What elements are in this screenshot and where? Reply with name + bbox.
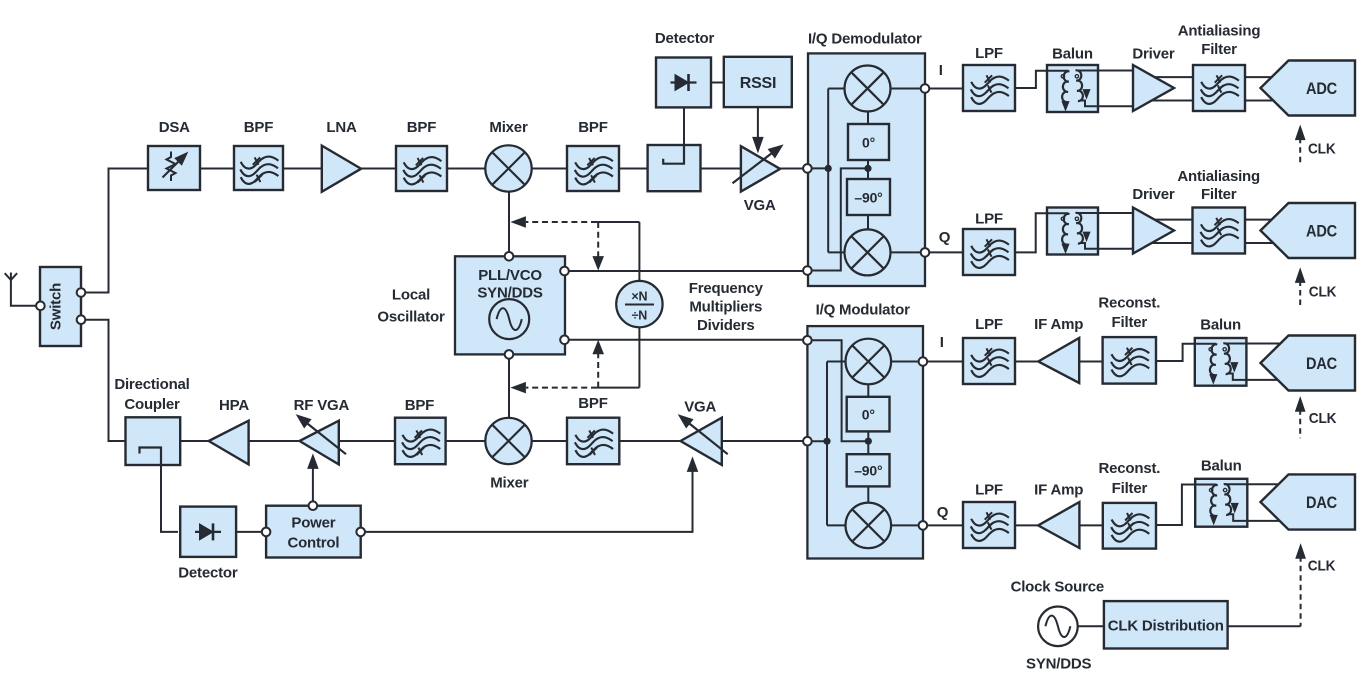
svg-text:VGA: VGA (684, 399, 716, 416)
svg-text:Reconst.: Reconst. (1098, 295, 1160, 312)
svg-text:LNA: LNA (326, 119, 357, 136)
svg-text:Control: Control (287, 535, 339, 552)
svg-text:DAC: DAC (1306, 354, 1337, 373)
svg-text:DAC: DAC (1306, 493, 1337, 512)
svg-text:PLL/VCO: PLL/VCO (478, 267, 542, 284)
svg-text:LPF: LPF (975, 45, 1003, 62)
svg-text:Filter: Filter (1201, 41, 1237, 58)
svg-text:BPF: BPF (244, 119, 273, 136)
svg-text:LPF: LPF (975, 316, 1003, 333)
svg-text:I/Q Modulator: I/Q Modulator (816, 302, 910, 319)
svg-text:IF Amp: IF Amp (1034, 316, 1083, 333)
svg-text:0°: 0° (862, 135, 875, 151)
svg-text:I: I (940, 334, 944, 351)
svg-text:CLK: CLK (1308, 141, 1336, 158)
svg-text:BPF: BPF (405, 397, 434, 414)
svg-text:HPA: HPA (219, 397, 249, 414)
svg-text:ADC: ADC (1306, 222, 1337, 241)
svg-text:Q: Q (937, 504, 949, 521)
svg-text:÷N: ÷N (632, 309, 648, 323)
svg-text:I: I (939, 62, 943, 79)
svg-text:VGA: VGA (744, 197, 776, 214)
svg-text:Filter: Filter (1112, 480, 1148, 497)
svg-text:RSSI: RSSI (740, 75, 777, 92)
svg-text:Driver: Driver (1132, 186, 1175, 203)
svg-text:Antialiasing: Antialiasing (1178, 23, 1261, 40)
svg-text:Balun: Balun (1052, 45, 1093, 62)
svg-text:0°: 0° (862, 407, 875, 423)
svg-text:Clock Source: Clock Source (1011, 579, 1104, 596)
svg-text:–90°: –90° (854, 463, 882, 479)
svg-text:Dividers: Dividers (697, 317, 755, 334)
svg-text:–90°: –90° (854, 190, 882, 206)
svg-text:Mixer: Mixer (489, 119, 528, 136)
svg-text:CLK: CLK (1308, 558, 1336, 575)
svg-text:CLK: CLK (1309, 284, 1337, 301)
svg-text:Multipliers: Multipliers (689, 299, 762, 316)
svg-text:LPF: LPF (975, 211, 1003, 228)
svg-text:ADC: ADC (1306, 79, 1337, 98)
svg-text:×N: ×N (631, 290, 647, 304)
svg-text:BPF: BPF (578, 119, 607, 136)
svg-text:Power: Power (291, 515, 335, 532)
svg-text:Balun: Balun (1200, 317, 1241, 334)
svg-text:SYN/DDS: SYN/DDS (477, 285, 542, 302)
svg-text:Detector: Detector (655, 30, 715, 47)
svg-text:BPF: BPF (407, 119, 436, 136)
svg-text:Coupler: Coupler (124, 396, 180, 413)
svg-text:Driver: Driver (1132, 45, 1175, 62)
svg-text:Frequency: Frequency (689, 280, 764, 297)
svg-text:Detector: Detector (178, 565, 238, 582)
svg-text:Switch: Switch (48, 283, 65, 330)
svg-text:Balun: Balun (1201, 458, 1242, 475)
svg-text:LPF: LPF (975, 482, 1003, 499)
svg-text:Filter: Filter (1112, 314, 1148, 331)
svg-text:BPF: BPF (578, 395, 607, 412)
svg-text:CLK: CLK (1309, 410, 1337, 427)
svg-text:Q: Q (939, 229, 951, 246)
svg-text:Local: Local (392, 287, 430, 304)
svg-text:Antialiasing: Antialiasing (1177, 168, 1260, 185)
svg-text:SYN/DDS: SYN/DDS (1026, 656, 1091, 673)
svg-text:Directional: Directional (114, 376, 189, 393)
svg-text:Filter: Filter (1201, 186, 1237, 203)
svg-text:DSA: DSA (159, 119, 190, 136)
svg-text:CLK Distribution: CLK Distribution (1108, 617, 1224, 634)
svg-text:Oscillator: Oscillator (377, 309, 445, 326)
svg-text:Reconst.: Reconst. (1099, 460, 1161, 477)
svg-text:IF Amp: IF Amp (1034, 482, 1083, 499)
svg-text:I/Q Demodulator: I/Q Demodulator (808, 31, 922, 48)
svg-text:Mixer: Mixer (490, 475, 529, 492)
svg-text:RF VGA: RF VGA (294, 397, 350, 414)
